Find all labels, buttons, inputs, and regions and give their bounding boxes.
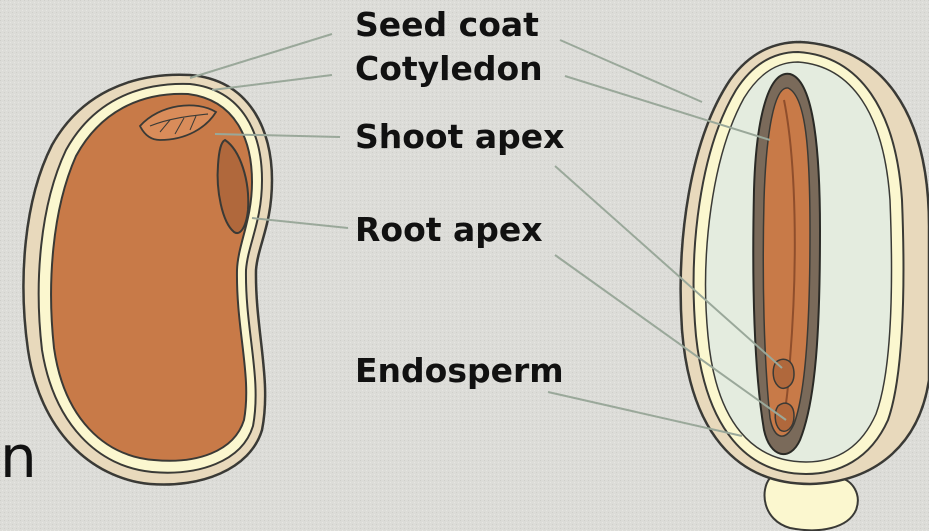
edge-text-fragment: n (0, 428, 37, 486)
label-root-apex: Root apex (355, 213, 543, 246)
grain-root-apex (775, 403, 794, 431)
label-cotyledon: Cotyledon (355, 52, 543, 85)
grain-seed-base (765, 478, 858, 530)
bean-seed (23, 75, 272, 485)
label-seed-coat: Seed coat (355, 8, 539, 41)
label-shoot-apex: Shoot apex (355, 120, 564, 153)
label-endosperm: Endosperm (355, 354, 564, 387)
